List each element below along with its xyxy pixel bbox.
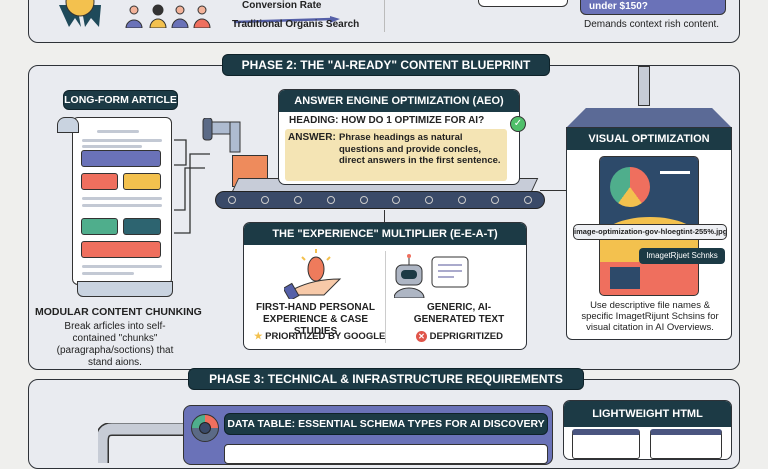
answer-label: ANSWER:: [288, 132, 336, 143]
chunk-block: [81, 218, 118, 235]
lightweight-html-title: LIGHTWEIGHT HTML: [564, 401, 731, 427]
robot-icon: [393, 253, 474, 299]
long-form-article-label: LONG-FORM ARTICLE: [63, 90, 178, 110]
traditional-search-label: Traditional Organis Search: [232, 19, 360, 30]
pipe-vertical: [638, 66, 650, 106]
data-table-title: DATA TABLE: ESSENTIAL SCHEMA TYPES FOR A…: [224, 413, 548, 435]
aeo-heading: HEADING: HOW DO 1 OPTIMIZE FOR AI?: [289, 115, 485, 126]
chunk-block: [81, 150, 161, 167]
demands-text: Demands context rish content.: [584, 19, 720, 30]
lightweight-html-card: LIGHTWEIGHT HTML: [563, 400, 732, 460]
schema-tag: ImagetRjuet Schnks: [639, 248, 725, 264]
aeo-title: ANSWER ENGINE OPTIMIZATION (AEO): [279, 90, 519, 112]
visual-optimization-card: VISUAL OPTIMIZATION image-optimization-g…: [566, 127, 732, 340]
modular-chunking-title: MODULAR CONTENT CHUNKING: [35, 306, 202, 318]
x-circle-icon: ✕: [416, 331, 427, 342]
generic-ai-title: GENERIC, AI-GENERATED TEXT: [413, 302, 505, 325]
schema-wheel-icon: [191, 414, 219, 442]
phase3-title: PHASE 3: TECHNICAL & INFRASTRUCTURE REQU…: [188, 368, 584, 390]
query-bubble-text: under $150?: [589, 1, 648, 12]
chunk-block: [123, 173, 161, 190]
chunk-block: [123, 218, 161, 235]
growth-arrow-icon: [232, 11, 342, 24]
deprioritized-text: DEPRIGRITIZED: [429, 331, 504, 342]
phase2-title: PHASE 2: THE "AI-READY" CONTENT BLUEPRIN…: [222, 54, 550, 76]
conveyor-belt: [215, 178, 545, 212]
answer-highlight: ANSWER: Phrase headings as natural quest…: [285, 129, 507, 181]
pipe-elbow-icon: [200, 117, 245, 158]
connector-line: [384, 210, 385, 224]
hand-lightbulb-icon: [282, 249, 344, 302]
pipe-elbow: [95, 422, 184, 463]
visual-optimization-title: VISUAL OPTIMIZATION: [567, 128, 731, 150]
conversion-rate-label: Conversion Rate: [242, 0, 322, 11]
divider: [385, 251, 386, 343]
first-hand-title: FIRST-HAND PERSONAL EXPERIENCE & CASE ST…: [256, 302, 375, 337]
modular-chunking-text: Break arficles into self-contained "chun…: [56, 321, 174, 368]
visual-caption: Use descriptive file names & specific Im…: [581, 300, 719, 333]
audience-people-icon: [124, 2, 214, 29]
prioritized-text: PRIORITIZED BY GOOGLE: [265, 331, 386, 342]
checkmark-icon: ✓: [510, 116, 526, 132]
eeat-card: THE "EXPERIENCE" MULTIPLIER (E-E-A-T) FI…: [243, 222, 527, 350]
chunk-block: [81, 241, 161, 258]
deprioritized-status: ✕ DEPRIGRITIZED: [416, 331, 503, 342]
divider: [384, 0, 385, 32]
browser-window-icon: [650, 429, 722, 459]
query-bubble: under $150?: [580, 0, 726, 15]
article-document: [57, 117, 173, 299]
chunk-block: [81, 173, 118, 190]
star-icon: ★: [254, 331, 263, 342]
data-table: [224, 444, 548, 464]
filename-tag: image-optimization-gov-hloegtint-255%.jp…: [573, 224, 727, 240]
aeo-card: ANSWER ENGINE OPTIMIZATION (AEO) HEADING…: [278, 89, 520, 185]
connector-line: [540, 190, 568, 191]
browser-window-icon: [572, 429, 640, 459]
chunk-connectors: [174, 139, 210, 234]
speech-bubble: [478, 0, 568, 7]
award-ribbon-icon: [55, 0, 105, 27]
answer-text: Phrase headings as natural questions and…: [339, 132, 501, 166]
visual-card-roof: [566, 108, 732, 128]
eeat-title: THE "EXPERIENCE" MULTIPLIER (E-E-A-T): [244, 223, 526, 245]
prioritized-status: ★ PRIORITIZED BY GOOGLE: [254, 331, 385, 342]
